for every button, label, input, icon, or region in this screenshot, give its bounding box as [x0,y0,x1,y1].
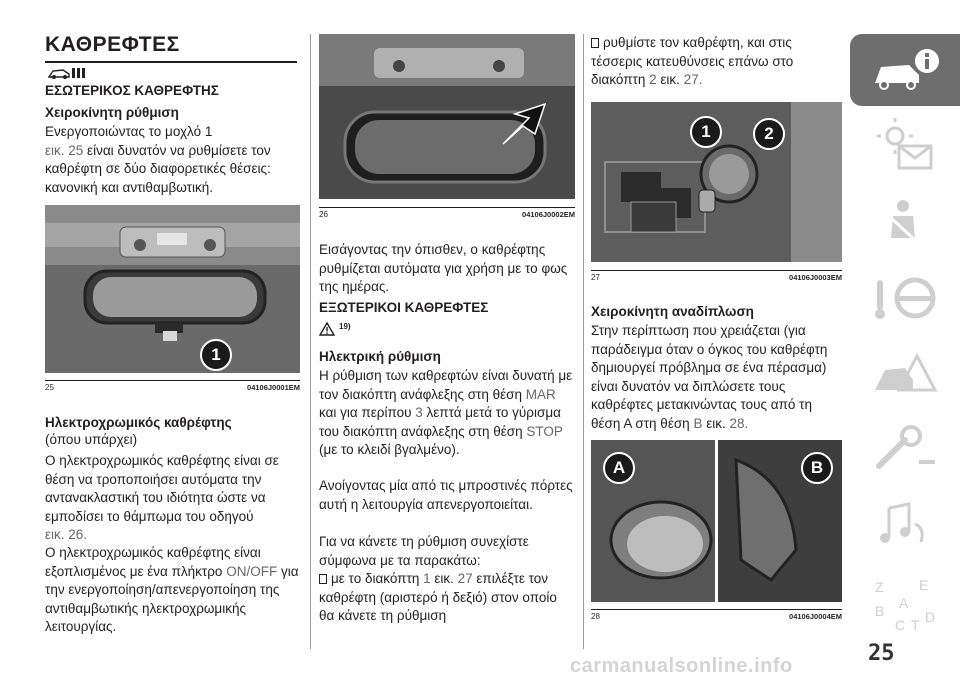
index-icon[interactable]: Z E B C T D A [850,566,960,646]
paragraph-steps-intro: Για να κάνετε τη ρύθμιση συνεχίστε σύμφω… [319,534,529,568]
section-title-interior-mirror: ΕΣΩΤΕΡΙΚΟΣ ΚΑΘΡΕΦΤΗΣ [45,83,219,98]
figure-25-caption: 25 04106J0001EM [45,380,300,392]
svg-text:C: C [895,617,905,633]
emergency-icon[interactable] [850,338,960,410]
paragraph-electrochromic: Ο ηλεκτροχρωμικός καθρέφτης είναι σε θέσ… [45,453,279,542]
subheading-manual-adjustment: Χειροκίνητη ρύθμιση [45,105,179,120]
figure-number: 26 [319,210,328,219]
column-divider [583,34,584,649]
figure-28-mirror-folding: A B [591,440,842,602]
callout-1: 1 [690,116,722,148]
svg-text:T: T [911,617,920,633]
watermark: carmanualsonline.info [570,655,793,677]
callout-2: 2 [753,118,785,150]
subheading-manual-folding: Χειροκίνητη αναδίπλωση [591,304,754,319]
callout-b: B [801,452,833,484]
subheading-electrochromic: Ηλεκτροχρωμικός καθρέφτης [45,415,232,430]
paragraph-reverse-gear: Εισάγοντας την όπισθεν, ο καθρέφτης ρυθμ… [319,242,568,294]
warning-reference: 19) [319,322,575,336]
safety-icon[interactable] [850,186,960,258]
figure-id: 04106J0003EM [789,273,842,282]
step-select-mirror: με το διακόπτη 1 εικ. 27 επιλέξτε τον κα… [319,571,557,623]
step-adjust-mirror: ρυθμίστε τον καθρέφτη, και στις τέσσερις… [591,35,794,87]
callout-a: A [603,452,635,484]
warning-triangle-icon [319,322,335,336]
title-rule [45,61,297,63]
paragraph-manual-folding: Στην περίπτωση που χρειάζεται (για παράδ… [591,323,828,431]
figure-id: 04106J0001EM [247,383,300,392]
bullet-checkbox-icon [319,574,327,584]
car-info-icon[interactable] [850,34,960,106]
section-title-exterior-mirrors: ΕΞΩΤΕΡΙΚΟΙ ΚΑΘΡΕΦΤΕΣ [319,300,489,315]
svg-text:D: D [925,609,935,625]
chapter-tab-strip: Z E B C T D A [850,34,960,646]
paragraph-manual-adjustment: Ενεργοποιώντας το μοχλό 1 εικ. 25 είναι … [45,124,271,195]
figure-28-caption: 28 04106J0004EM [591,609,842,621]
note-where-available: (όπου υπάρχει) [45,432,138,447]
svg-text:B: B [875,603,884,619]
figure-id: 04106J0002EM [522,210,575,219]
figure-number: 25 [45,383,54,392]
column-divider [310,34,311,649]
figure-number: 28 [591,612,600,621]
warning-lights-icon[interactable] [850,110,960,182]
figure-26-caption: 26 04106J0002EM [319,207,575,219]
paragraph-ignition: Η ρύθμιση των καθρεφτών είναι δυνατή με … [319,368,573,457]
svg-text:E: E [919,577,928,593]
figure-27-caption: 27 04106J0003EM [591,270,842,282]
paragraph-doors: Ανοίγοντας μία από τις μπροστινές πόρτες… [319,478,573,512]
figure-26-electrochromic-mirror [319,34,575,199]
callout-1: 1 [200,339,232,371]
bullet-checkbox-icon [591,38,599,48]
figure-number: 27 [591,273,600,282]
steering-icon[interactable] [850,262,960,334]
maintenance-icon[interactable] [850,414,960,486]
page-title: ΚΑΘΡΕΦΤΕΣ [45,33,180,56]
figure-27-mirror-switch: 1 2 [591,102,842,262]
multimedia-icon[interactable] [850,490,960,562]
figure-25-interior-mirror: 1 [45,205,300,373]
subheading-electric-adjustment: Ηλεκτρική ρύθμιση [319,349,441,364]
svg-text:A: A [899,595,909,611]
svg-text:Z: Z [875,579,884,595]
vehicle-pictogram-icon [47,66,87,83]
page-number: 25 [868,641,895,666]
paragraph-on-off-button: Ο ηλεκτροχρωμικός καθρέφτης είναι εξοπλι… [45,545,299,634]
figure-id: 04106J0004EM [789,612,842,621]
